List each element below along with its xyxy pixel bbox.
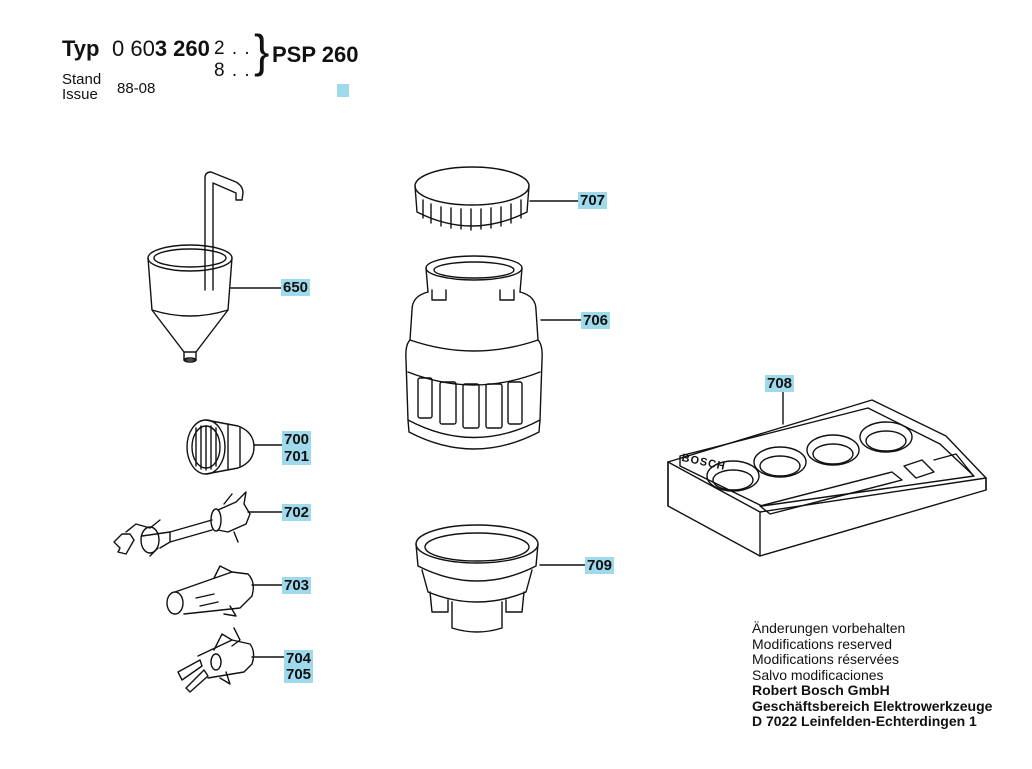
company-address: D 7022 Leinfelden-Echterdingen 1 xyxy=(752,713,977,729)
type-label: Typ xyxy=(62,36,100,61)
type-number-bold: 3 260 xyxy=(154,36,210,61)
part-label-650: 650 xyxy=(281,279,311,296)
part-703-round-nozzle-drawing xyxy=(166,565,255,617)
issue-label: Issue xyxy=(62,86,98,103)
part-label-701: 701 xyxy=(282,448,312,465)
part-label-708: 708 xyxy=(765,375,795,392)
company-division: Geschäftsbereich Elektrowerkzeuge xyxy=(752,697,993,714)
footer-notes: Änderungen vorbehalten Modifications res… xyxy=(752,620,993,730)
note-en: Modifications reserved xyxy=(752,635,893,652)
part-702-spray-tube-drawing xyxy=(113,491,251,557)
part-650-funnel-drawing xyxy=(147,171,244,363)
part-label-709: 709 xyxy=(585,557,615,574)
highlight-swatch xyxy=(337,84,349,97)
type-number: 0 603 260 xyxy=(112,36,210,62)
model-name: PSP 260 xyxy=(272,42,359,67)
part-label-702: 702 xyxy=(282,504,312,521)
part-label-707: 707 xyxy=(578,192,608,209)
part-707-lid-drawing xyxy=(414,166,530,231)
part-706-container-drawing xyxy=(405,255,543,450)
stand-label: Stand xyxy=(62,71,102,88)
variant-2: 2 . . xyxy=(214,38,251,59)
issue-date: 88-08 xyxy=(117,80,156,97)
type-number-plain: 0 60 xyxy=(112,36,155,61)
note-es: Salvo modificaciones xyxy=(752,666,884,683)
part-label-704: 704 xyxy=(284,650,314,667)
part-709-adapter-drawing xyxy=(415,524,539,633)
part-label-700: 700 xyxy=(282,431,312,448)
note-de: Änderungen vorbehalten xyxy=(752,620,906,636)
brace-symbol: } xyxy=(254,25,270,77)
part-label-705: 705 xyxy=(284,666,314,683)
part-label-703: 703 xyxy=(282,577,312,594)
note-fr: Modifications réservées xyxy=(752,651,900,667)
company-name: Robert Bosch GmbH xyxy=(752,682,890,698)
part-708-tray-drawing xyxy=(667,399,987,557)
variant-8: 8 . . xyxy=(214,60,251,81)
part-label-706: 706 xyxy=(581,312,611,329)
part-704-705-flat-nozzle-drawing xyxy=(177,627,255,693)
part-700-701-nozzle-cage-drawing xyxy=(186,419,255,475)
